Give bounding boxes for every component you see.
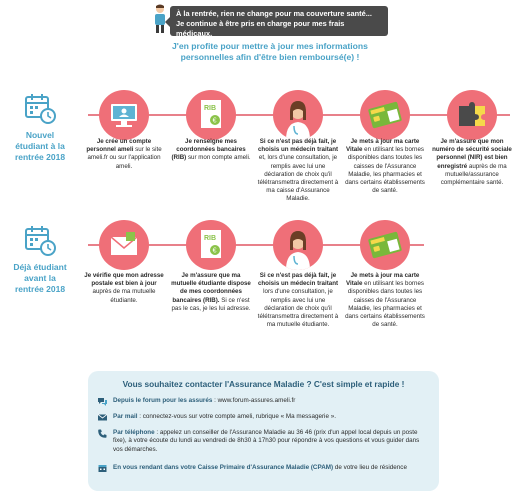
svg-text:RIB: RIB	[204, 235, 216, 242]
phone-icon	[98, 429, 107, 438]
computer-icon	[111, 104, 137, 127]
speech-line-2: Je continue à être pris en charge pour m…	[176, 19, 345, 38]
student-icon	[155, 4, 165, 33]
header: À la rentrée, rien ne change pour ma cou…	[0, 0, 519, 78]
speech-line-1: À la rentrée, rien ne change pour ma cou…	[176, 9, 372, 18]
svg-text:€: €	[213, 118, 217, 125]
contact-title: Vous souhaitez contacter l'Assurance Mal…	[122, 379, 405, 389]
mail-icon	[98, 414, 107, 421]
doctor-icon	[286, 101, 310, 140]
forum-icon	[98, 398, 107, 406]
section-new-student: Nouvel étudiant à la rentrée 2018 Je cré…	[0, 78, 519, 216]
section-label: Déjà étudiant avant la rentrée 2018	[13, 262, 67, 294]
calendar-clock-icon	[25, 94, 56, 124]
speech-bubble: À la rentrée, rien ne change pour ma cou…	[165, 6, 388, 38]
timeline-line	[88, 244, 424, 246]
intro-line-2: personnelles afin d'être bien remboursé(…	[180, 52, 360, 62]
rib-document-icon: RIB €	[201, 100, 221, 128]
svg-text:RIB: RIB	[204, 105, 216, 112]
section-label: Nouvel étudiant à la rentrée 2018	[14, 130, 66, 162]
puzzle-icon	[459, 102, 485, 126]
agency-icon	[98, 465, 107, 472]
svg-text:€: €	[213, 248, 217, 255]
calendar-clock-icon	[25, 226, 56, 256]
vitale-card-icon	[368, 231, 402, 259]
envelope-icon	[110, 232, 138, 255]
section-existing-student: Déjà étudiant avant la rentrée 2018 Je v…	[0, 216, 519, 366]
rib-document-icon: RIB €	[201, 230, 221, 258]
contact-box: Vous souhaitez contacter l'Assurance Mal…	[88, 371, 439, 491]
intro-text: J'en profite pour mettre à jour mes info…	[150, 41, 390, 63]
doctor-icon	[286, 231, 310, 270]
intro-line-1: J'en profite pour mettre à jour mes info…	[172, 41, 368, 51]
vitale-card-icon	[368, 101, 402, 129]
